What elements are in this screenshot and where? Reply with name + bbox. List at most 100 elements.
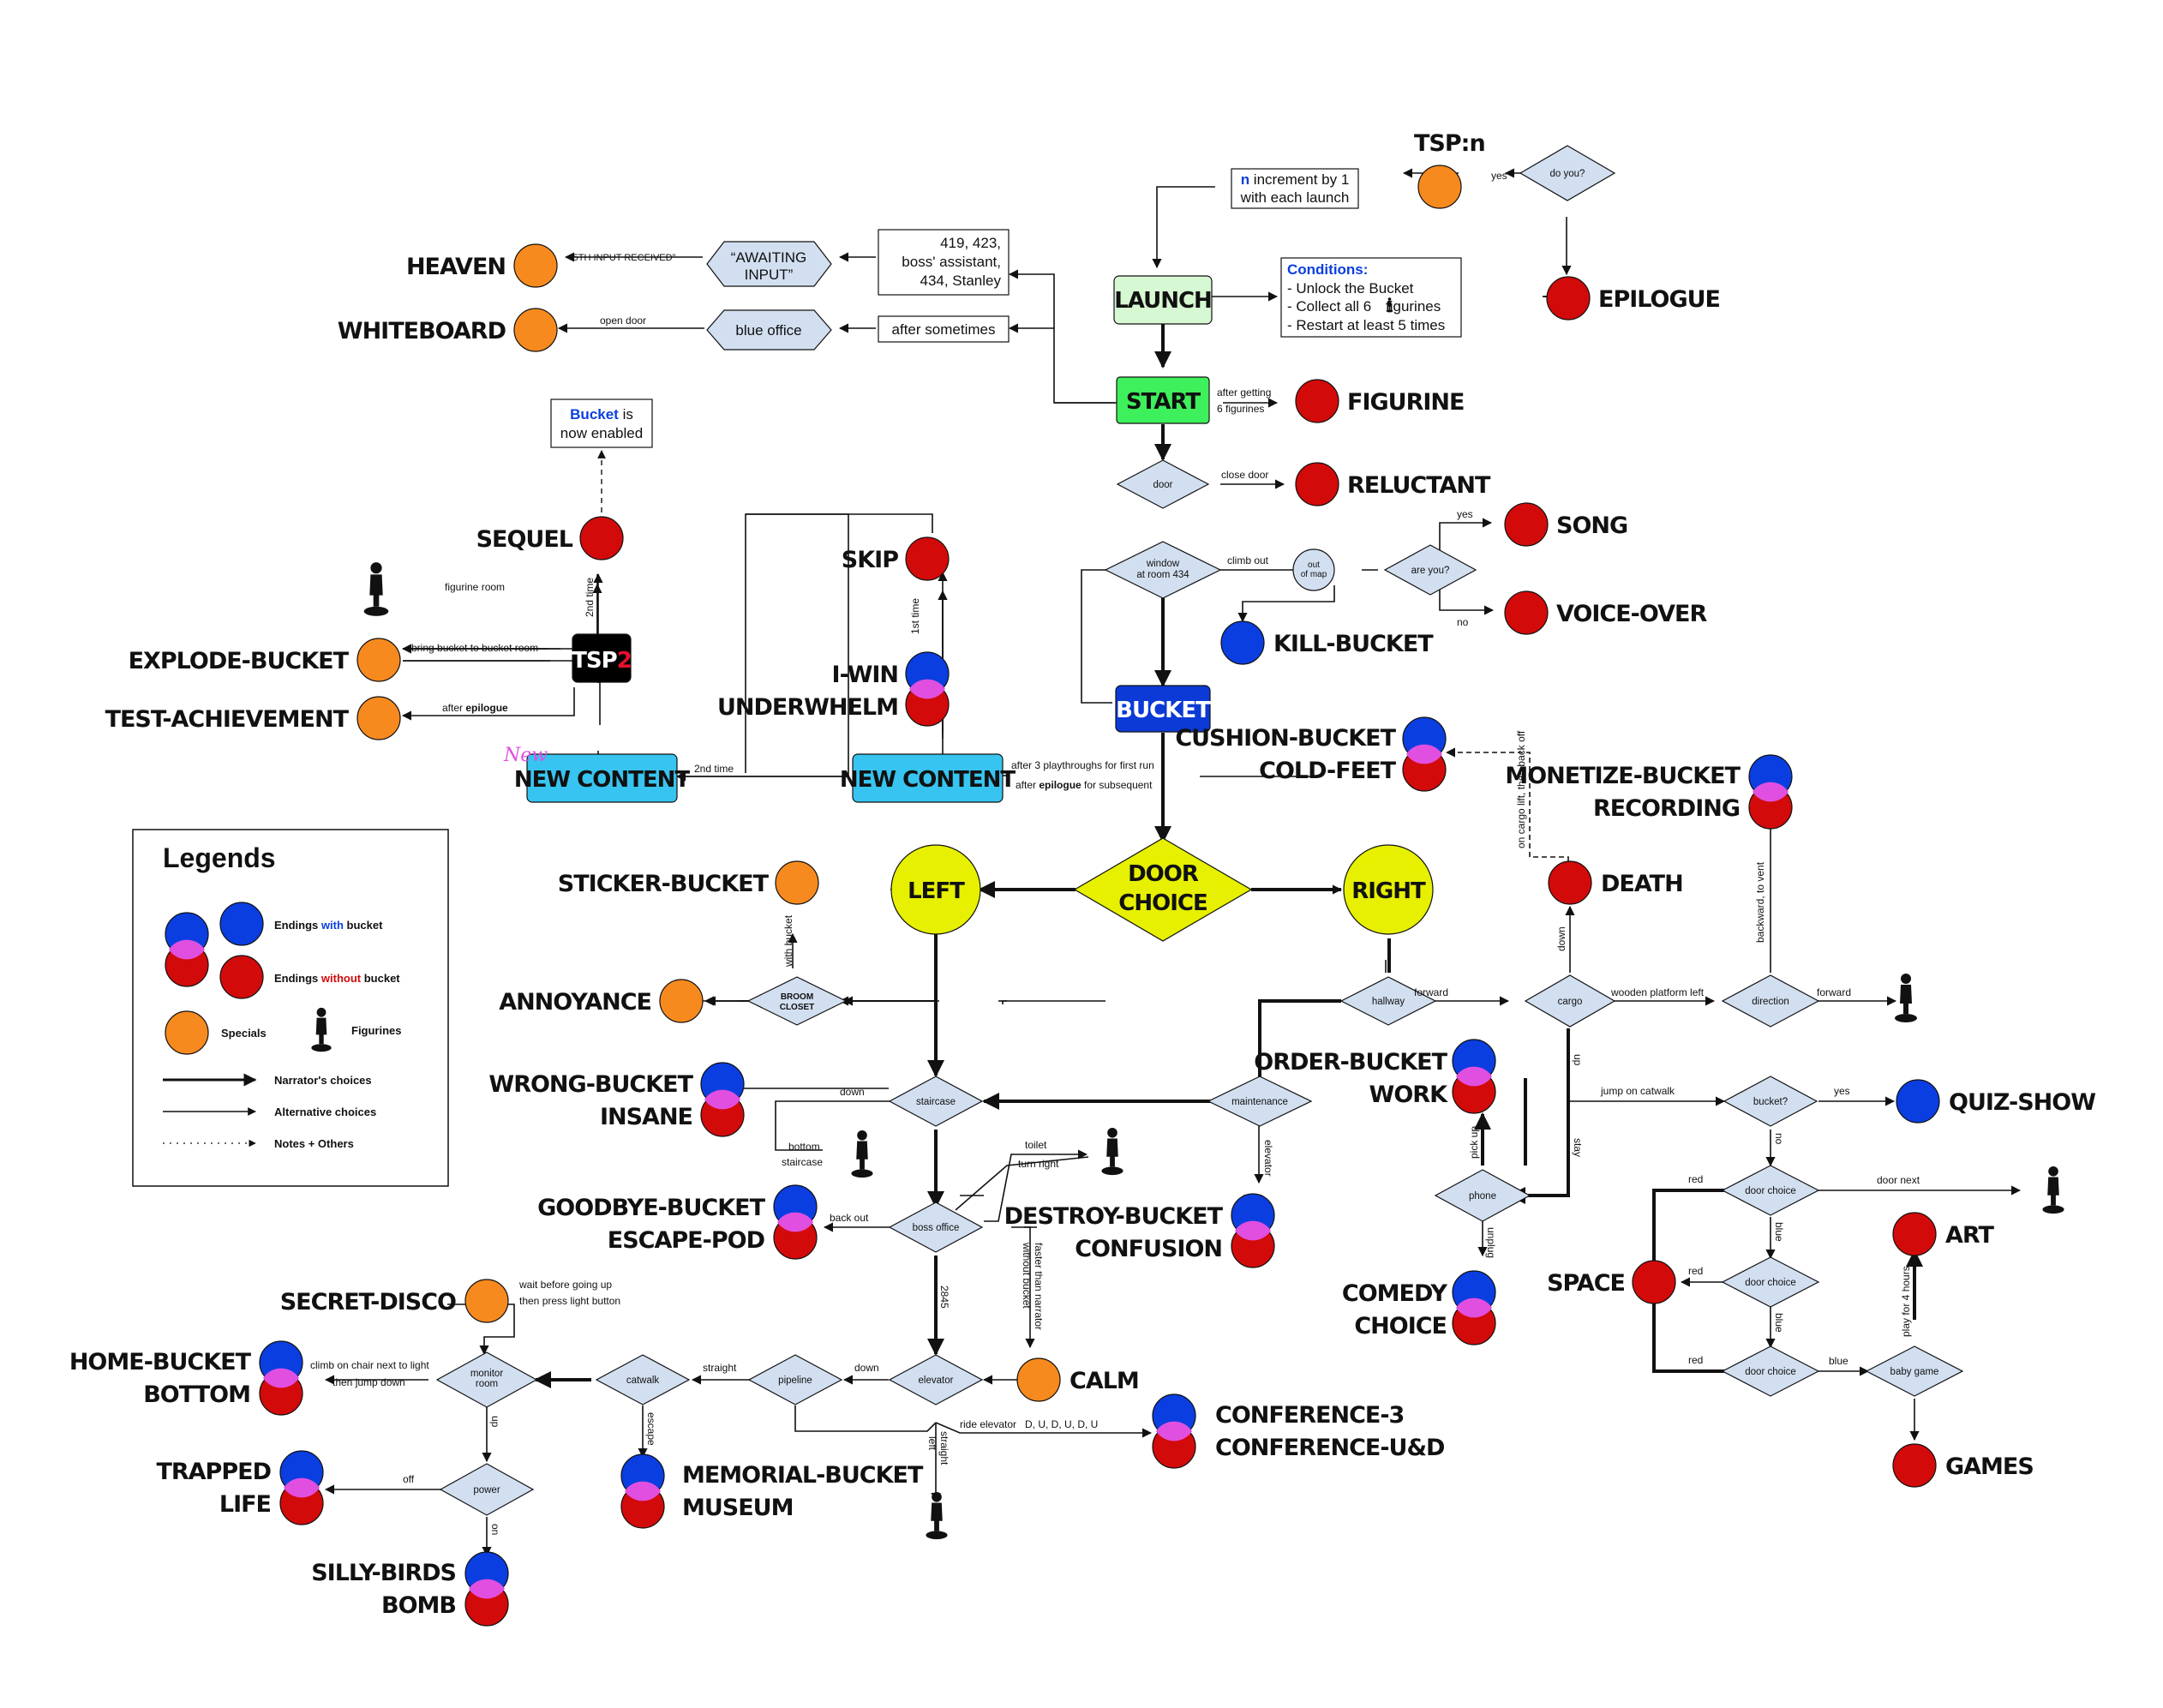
trapped-pair[interactable] (279, 1450, 324, 1525)
tsp-n-circle[interactable] (1417, 165, 1462, 209)
diamond-staircase[interactable] (888, 1076, 984, 1127)
silly-birds-pair[interactable] (464, 1551, 509, 1627)
heaven-circle[interactable] (513, 243, 558, 288)
diamond-catwalk[interactable] (595, 1354, 691, 1405)
epilogue-circle[interactable] (1546, 276, 1591, 321)
edge-blue-a: blue (1773, 1222, 1785, 1242)
quiz-show-circle[interactable] (1896, 1079, 1940, 1124)
diamond-door-choice-a[interactable] (1721, 1165, 1820, 1216)
diamond-elevator[interactable] (888, 1354, 984, 1405)
edge-forward-dir: forward (1817, 986, 1851, 998)
figurine-icon[interactable] (926, 1491, 948, 1540)
diamond-door-choice-b[interactable] (1721, 1256, 1820, 1308)
left-node[interactable]: LEFT (890, 844, 981, 935)
diamond-direction[interactable] (1721, 974, 1820, 1028)
monitor-label-1: monitor (470, 1369, 504, 1379)
death-circle[interactable] (1548, 860, 1592, 905)
conference-pair[interactable] (1152, 1393, 1196, 1469)
edge-yes-quiz: yes (1834, 1085, 1850, 1097)
order-bucket-pair[interactable] (1452, 1039, 1496, 1114)
skip-label: SKIP (842, 547, 898, 573)
figurine-circle[interactable] (1295, 379, 1339, 423)
wrong-bucket-pair[interactable] (700, 1062, 745, 1137)
games-circle[interactable] (1892, 1443, 1937, 1488)
diamond-pipeline[interactable] (747, 1354, 843, 1405)
start-node[interactable]: START (1116, 376, 1210, 424)
window-label-2: at room 434 (1136, 570, 1189, 580)
monetize-bucket-pair[interactable] (1748, 754, 1793, 830)
figurine-icon[interactable] (2042, 1166, 2064, 1214)
choice-label: CHOICE (1354, 1313, 1447, 1339)
diamond-hallway[interactable] (1339, 976, 1437, 1026)
cushion-bucket-pair[interactable] (1402, 716, 1447, 792)
edge-blue-c: blue (1829, 1355, 1848, 1367)
out-of-map-label-2: of map (1301, 570, 1327, 579)
comedy-pair[interactable] (1452, 1270, 1496, 1345)
awaiting-input-hexagon[interactable] (706, 241, 832, 287)
destroy-bucket-pair[interactable] (1231, 1193, 1275, 1268)
codes-text-2: boss' assistant, (902, 254, 1001, 270)
figurine-icon[interactable] (363, 562, 389, 616)
whiteboard-circle[interactable] (513, 308, 558, 352)
diamond-boss-office[interactable] (888, 1202, 984, 1253)
museum-label: MUSEUM (682, 1495, 793, 1521)
space-label: SPACE (1547, 1270, 1625, 1297)
reluctant-circle[interactable] (1295, 462, 1339, 506)
edge-faster-1: faster than narrator (1033, 1243, 1045, 1330)
diamond-door[interactable] (1116, 459, 1210, 509)
figurine-icon[interactable] (851, 1130, 873, 1178)
test-achievement-circle[interactable] (357, 696, 401, 740)
skip-circle[interactable] (905, 536, 950, 581)
bucket-enabled-box (550, 399, 653, 448)
diamond-broom-closet[interactable] (746, 976, 848, 1026)
test-achievement-label: TEST-ACHIEVEMENT (105, 706, 350, 733)
conditions-box (1280, 257, 1462, 338)
diamond-do-you[interactable] (1519, 145, 1616, 201)
i-win-pair[interactable] (905, 651, 950, 727)
calm-circle[interactable] (1016, 1357, 1061, 1402)
diamond-maintenance[interactable] (1207, 1076, 1313, 1127)
home-bucket-pair[interactable] (259, 1340, 303, 1416)
goodbye-bucket-label: GOODBYE-BUCKET (537, 1195, 765, 1221)
tsp2-node[interactable]: TSP2 (572, 633, 632, 683)
annoyance-circle[interactable] (659, 979, 704, 1023)
diamond-monitor-room[interactable] (435, 1351, 538, 1408)
secret-disco-circle[interactable] (464, 1279, 509, 1323)
memorial-bucket-pair[interactable] (620, 1453, 665, 1529)
bucket-node[interactable]: BUCKET (1115, 685, 1212, 733)
edge-labels: yes “5TH INPUT RECEIVED” open door after… (310, 170, 1920, 1485)
diamond-window[interactable] (1104, 541, 1222, 599)
diamond-cargo[interactable] (1524, 974, 1616, 1028)
diamond-door-choice-c[interactable] (1721, 1345, 1820, 1397)
space-circle[interactable] (1632, 1260, 1676, 1304)
right-node[interactable]: RIGHT (1343, 844, 1434, 935)
voice-over-circle[interactable] (1504, 590, 1549, 635)
song-circle[interactable] (1504, 502, 1549, 547)
out-of-map-circle[interactable] (1292, 548, 1335, 591)
door-choice-node[interactable]: DOOR CHOICE (1073, 837, 1253, 942)
kill-bucket-circle[interactable] (1220, 620, 1265, 665)
diamond-are-you[interactable] (1383, 544, 1477, 596)
edge-faster-2: without bucket (1021, 1242, 1033, 1309)
explode-bucket-circle[interactable] (357, 638, 401, 682)
conference-3-label: CONFERENCE-3 (1215, 1402, 1404, 1429)
heaven-label: HEAVEN (406, 254, 506, 280)
figurine-icon[interactable] (1895, 974, 1917, 1022)
sequel-circle[interactable] (579, 516, 624, 560)
sticker-bucket-circle[interactable] (775, 860, 819, 905)
edge-after-epilogue-subsequent: after epilogue for subsequent (1016, 779, 1153, 791)
hallway-label: hallway (1372, 997, 1405, 1007)
baby-game-label: baby game (1890, 1367, 1939, 1377)
figurine-icon[interactable] (1101, 1127, 1123, 1176)
diamond-phone[interactable] (1434, 1169, 1531, 1222)
blue-office-hexagon[interactable] (706, 309, 832, 351)
edge-red-a: red (1688, 1173, 1703, 1185)
launch-node[interactable]: LAUNCH (1113, 275, 1213, 325)
new-content-node-1[interactable]: NEW CONTENT (514, 753, 691, 803)
art-circle[interactable] (1892, 1212, 1937, 1256)
diamond-bucket-q[interactable] (1723, 1076, 1818, 1127)
diamond-power[interactable] (439, 1463, 535, 1516)
new-content-node-2[interactable]: NEW CONTENT (840, 753, 1016, 803)
diamond-baby-game[interactable] (1865, 1345, 1964, 1397)
goodbye-bucket-pair[interactable] (773, 1184, 818, 1260)
